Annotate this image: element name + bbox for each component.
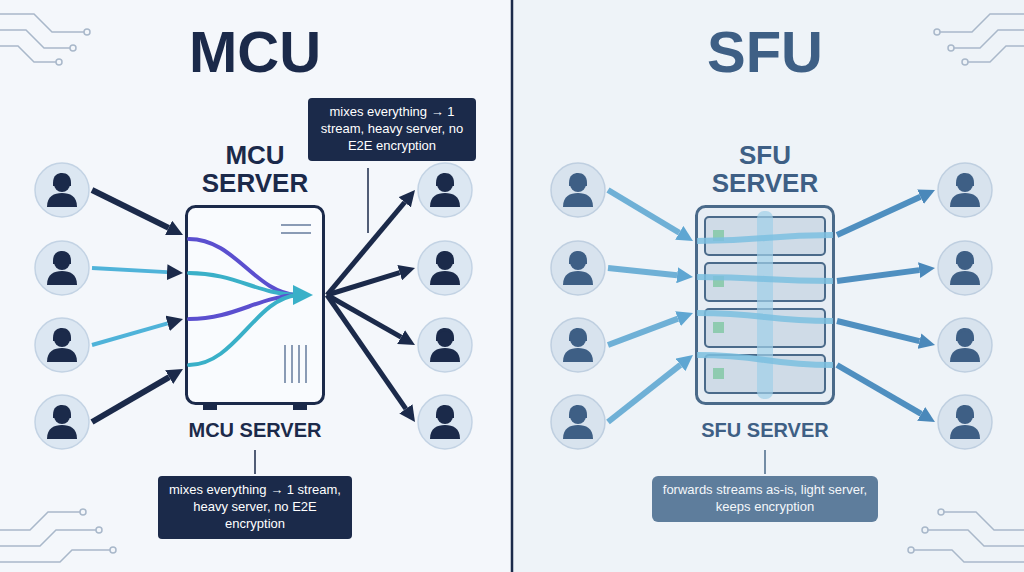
stream-arrow bbox=[92, 190, 169, 228]
callout-text: mixes everything → 1 stream, heavy serve… bbox=[315, 104, 469, 155]
participant-icon bbox=[937, 394, 993, 450]
stream-arrow bbox=[837, 270, 919, 281]
participant-icon bbox=[34, 162, 90, 218]
participant-icon bbox=[34, 394, 90, 450]
server-caption: MCU SERVER bbox=[189, 419, 322, 442]
stream-arrow bbox=[327, 202, 405, 295]
sfu-server-rack bbox=[697, 207, 834, 404]
stream-arrow bbox=[837, 321, 919, 341]
participant-icon bbox=[550, 240, 606, 296]
participant-icon bbox=[550, 317, 606, 373]
stream-arrow bbox=[327, 273, 400, 295]
mcu-server-drawing bbox=[187, 207, 324, 411]
circuit-traces bbox=[0, 14, 1024, 562]
stream-arrow bbox=[608, 190, 679, 233]
stream-arrow bbox=[608, 268, 677, 275]
callout-text: mixes everything → 1 stream, heavy serve… bbox=[165, 482, 345, 533]
participant-icon bbox=[417, 162, 473, 218]
callout-note: mixes everything → 1 stream, heavy serve… bbox=[158, 476, 352, 539]
stream-arrow bbox=[608, 319, 678, 345]
participant-icon bbox=[34, 240, 90, 296]
callout-text: forwards streams as-is, light server, ke… bbox=[659, 482, 871, 516]
participant-icon bbox=[550, 162, 606, 218]
participant-icon bbox=[417, 317, 473, 373]
mcu-server: MCU SERVERMCU SERVER bbox=[185, 205, 325, 405]
server-caption: SFU SERVER bbox=[701, 419, 828, 442]
stream-arrow bbox=[608, 365, 680, 422]
participant-icon bbox=[417, 394, 473, 450]
leader-lines bbox=[255, 168, 765, 474]
right-panel bbox=[512, 0, 1024, 572]
panel-title: MCU bbox=[105, 20, 405, 84]
stream-arrow bbox=[92, 323, 168, 345]
stream-arrow bbox=[327, 295, 401, 337]
panel-title: SFU bbox=[615, 20, 915, 84]
participant-icon bbox=[937, 317, 993, 373]
sfu-server: SFU SERVERSFU SERVER bbox=[695, 205, 835, 405]
participant-icon bbox=[417, 240, 473, 296]
participant-icon bbox=[550, 394, 606, 450]
participant-icon bbox=[34, 317, 90, 373]
participant-icon bbox=[937, 240, 993, 296]
stream-arrow bbox=[92, 377, 169, 422]
stream-arrow bbox=[327, 295, 406, 409]
callout-note: mixes everything → 1 stream, heavy serve… bbox=[308, 98, 476, 161]
stream-arrow bbox=[837, 197, 920, 235]
left-panel bbox=[0, 0, 512, 572]
divider-line bbox=[511, 0, 514, 572]
server-heading: SFU SERVER bbox=[690, 141, 840, 197]
participant-icon bbox=[937, 162, 993, 218]
stream-arrow bbox=[837, 365, 921, 414]
callout-note: forwards streams as-is, light server, ke… bbox=[652, 476, 878, 522]
stream-arrow bbox=[92, 268, 167, 272]
person-icons bbox=[35, 163, 992, 449]
